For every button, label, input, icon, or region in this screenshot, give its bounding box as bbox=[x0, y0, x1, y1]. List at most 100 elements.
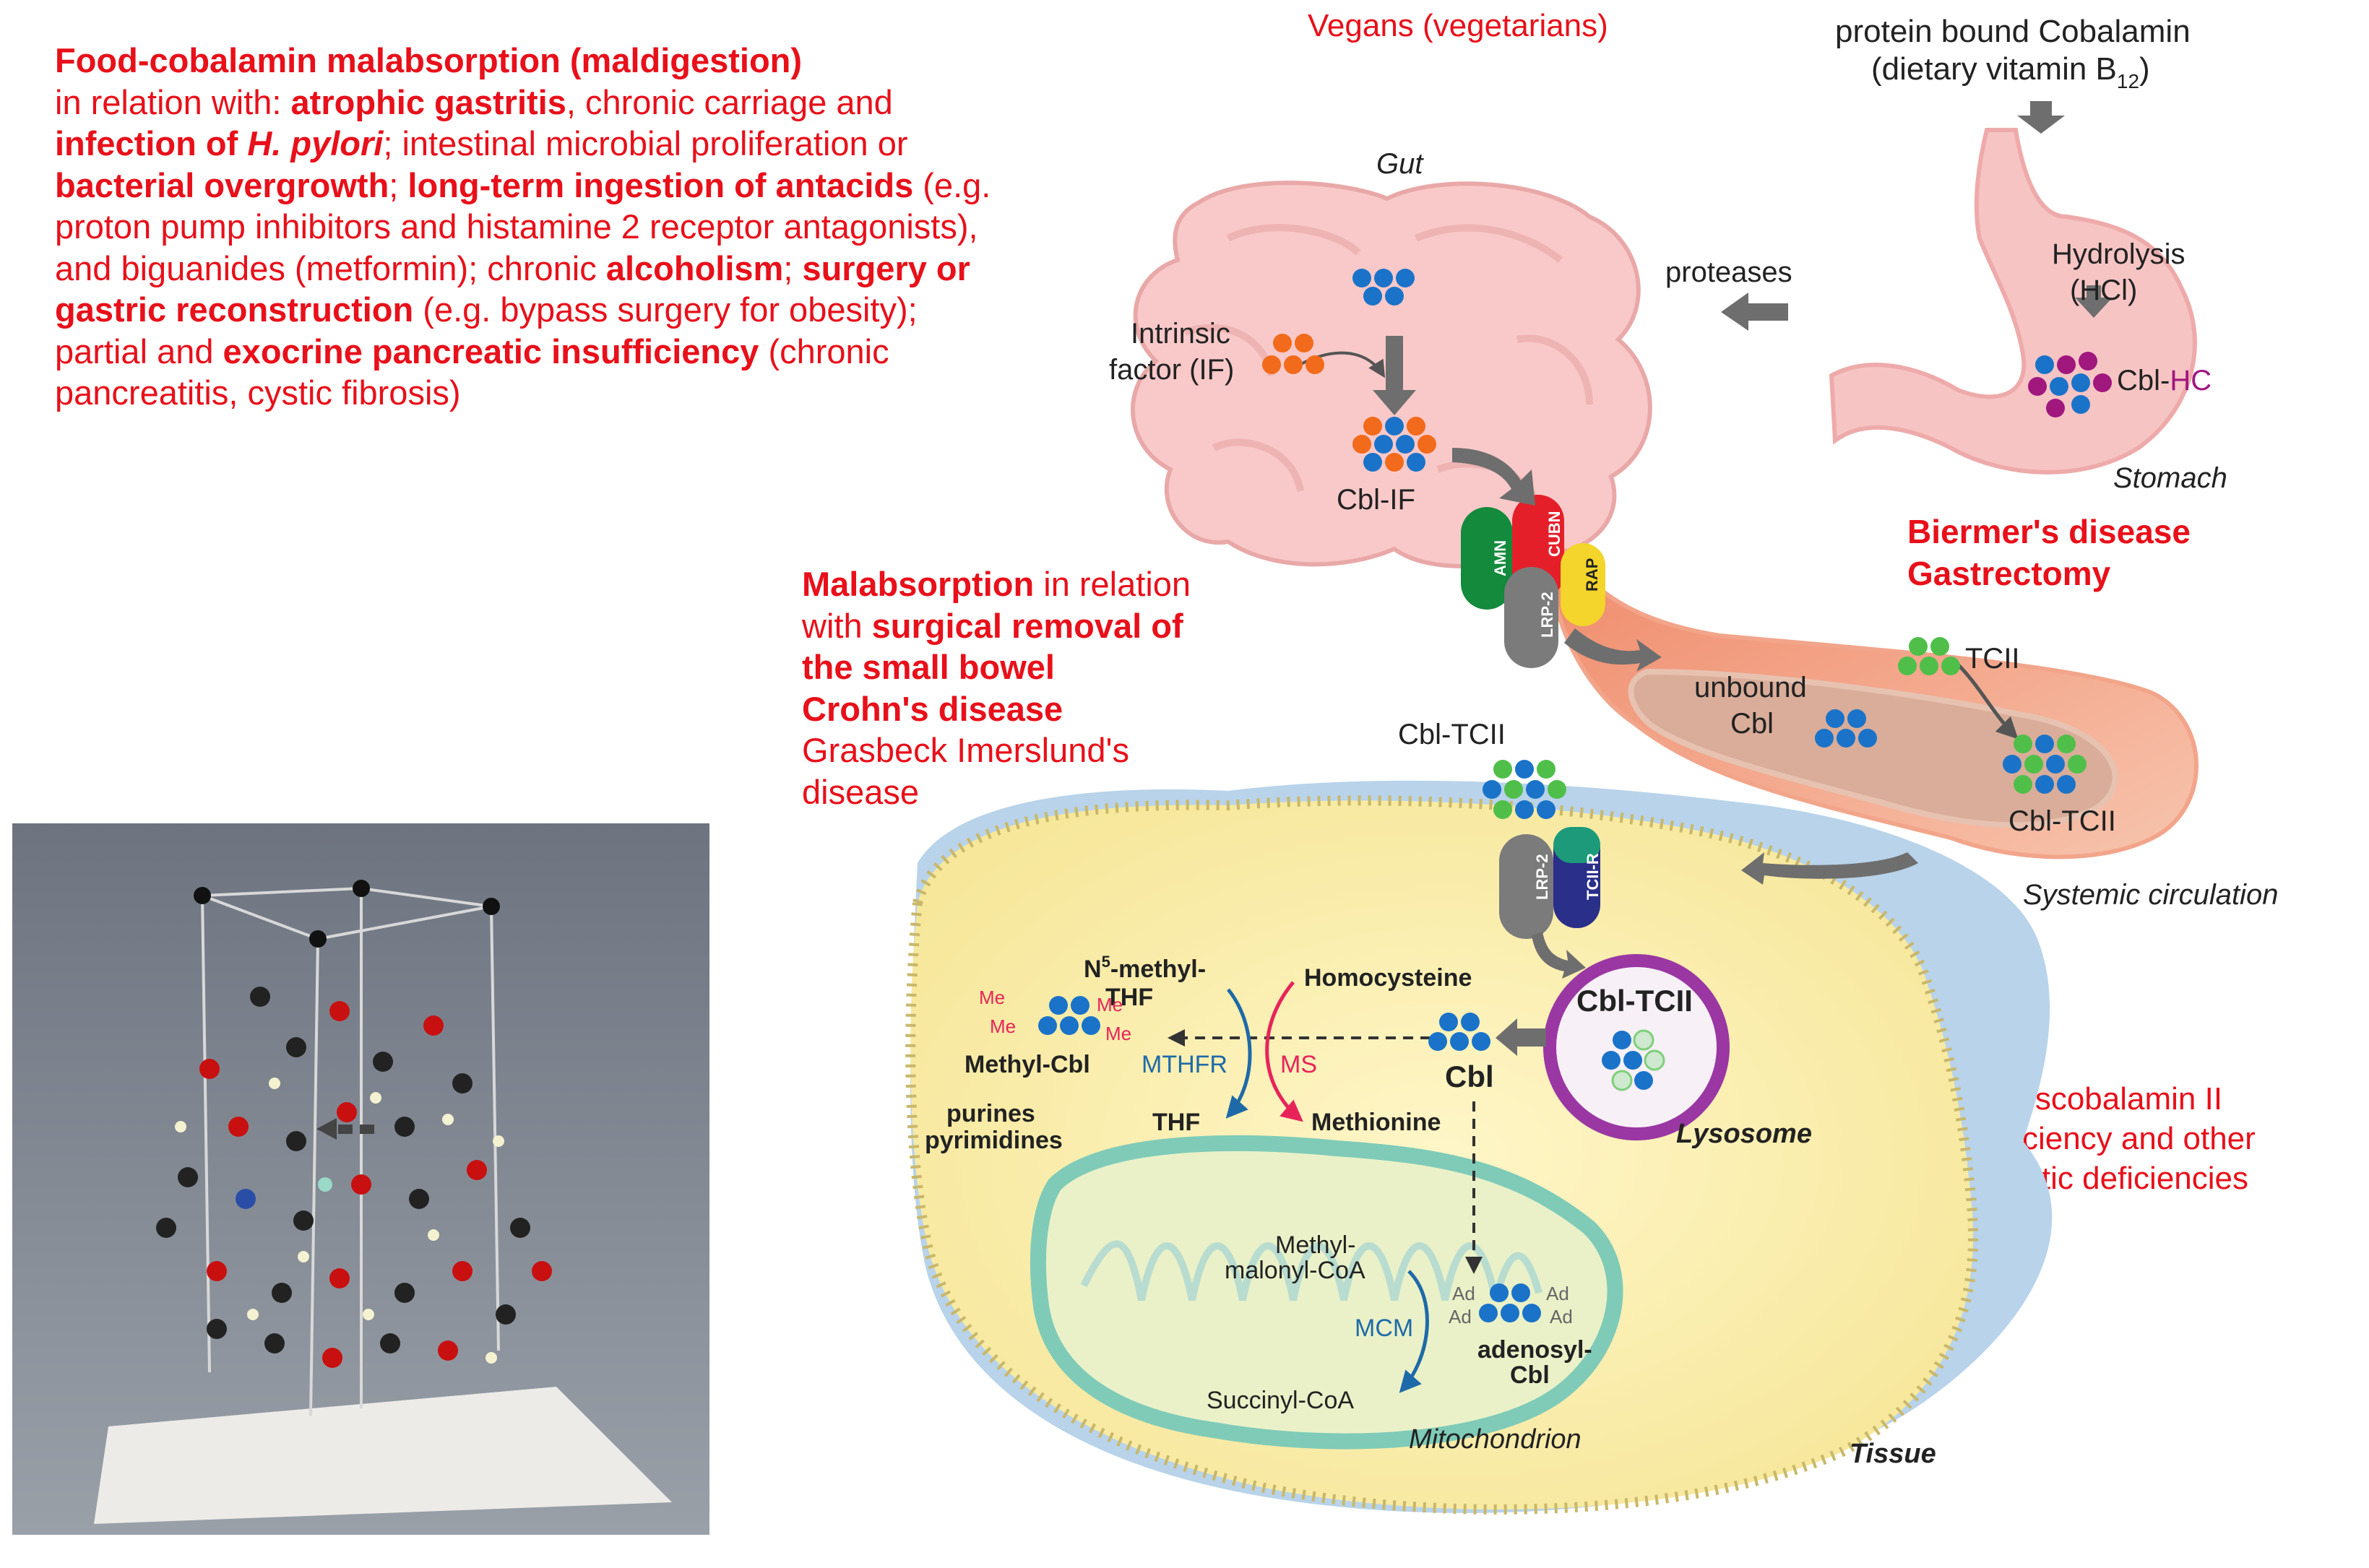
me-label: Me bbox=[990, 1015, 1016, 1037]
text-span: , chronic carriage and bbox=[566, 82, 893, 121]
cbl-if-dots bbox=[1352, 417, 1436, 472]
text-bold: bacterial overgrowth bbox=[55, 165, 389, 204]
cbl-hc-text: Cbl- bbox=[2117, 365, 2170, 397]
hydrolysis-label: Hydrolysis bbox=[2052, 238, 2185, 270]
stomach-title: Stomach bbox=[2113, 462, 2227, 494]
mal-line-1: Malabsorption in relation bbox=[802, 563, 1308, 605]
text-heading: Food-cobalamin malabsorption (maldigesti… bbox=[55, 41, 803, 79]
tcii-dots bbox=[1898, 637, 1960, 675]
lysosome-label: Lysosome bbox=[1676, 1119, 1812, 1149]
lrp2-receptor-gut bbox=[1504, 567, 1558, 668]
hcl-label: (HCl) bbox=[2070, 274, 2137, 306]
protein-bound-label: protein bound Cobalamin bbox=[1835, 14, 2191, 49]
rap-receptor bbox=[1561, 543, 1605, 626]
methyl-malonyl-label-2: malonyl-CoA bbox=[1225, 1257, 1365, 1284]
intrinsic-label: Intrinsic bbox=[1131, 318, 1230, 350]
methyl-cbl-dots bbox=[1038, 996, 1100, 1035]
malabsorption-text: Malabsorption in relation with surgical … bbox=[802, 563, 1308, 813]
mal-line-4: Crohn's disease bbox=[802, 689, 1063, 728]
mal-line-5: Grasbeck Imerslund's bbox=[802, 731, 1130, 769]
text-bold: exocrine pancreatic insufficiency bbox=[223, 332, 759, 371]
amn-label: AMN bbox=[1491, 540, 1509, 576]
text-span: with bbox=[802, 606, 872, 645]
tcii-label: TCII bbox=[1965, 643, 2020, 675]
cbl-if-label: Cbl-IF bbox=[1337, 484, 1415, 516]
purine-arrow-block bbox=[360, 1125, 374, 1134]
text-span: (e.g. proton pump inhibitors and histami… bbox=[55, 165, 991, 287]
text-bold: surgery or gastric reconstruction bbox=[55, 248, 970, 329]
lysosome-cbl-tcii-label: Cbl-TCII bbox=[1576, 984, 1693, 1018]
adenosyl-label-1: adenosyl- bbox=[1477, 1336, 1592, 1364]
amn-receptor bbox=[1461, 507, 1513, 610]
mthfr-label: MTHFR bbox=[1142, 1051, 1227, 1078]
text-span: in relation with: bbox=[55, 82, 291, 121]
ms-label: MS bbox=[1280, 1051, 1317, 1078]
dietary-subscript: 12 bbox=[2117, 70, 2139, 92]
gastrectomy-label: Gastrectomy bbox=[1907, 555, 2111, 592]
lrp2-receptor-cell bbox=[1499, 834, 1553, 939]
text-bold: infection of bbox=[55, 124, 248, 163]
adenosyl-cbl-dots bbox=[1479, 1283, 1541, 1322]
ad-label: Ad bbox=[1546, 1283, 1569, 1304]
ad-label: Ad bbox=[1449, 1306, 1472, 1327]
methyl-cbl-label: Methyl-Cbl bbox=[965, 1051, 1090, 1078]
text-bold: long-term ingestion of antacids bbox=[407, 165, 914, 204]
factor-label: factor (IF) bbox=[1109, 354, 1234, 386]
text-bold: Malabsorption bbox=[802, 565, 1035, 603]
text-bold: surgical removal of bbox=[871, 606, 1183, 645]
gut-receptors bbox=[1461, 495, 1605, 668]
me-label: Me bbox=[979, 987, 1005, 1008]
arrow-if-binding bbox=[1292, 351, 1386, 378]
n5-superscript: 5 bbox=[1102, 953, 1110, 971]
text-span: ; bbox=[783, 248, 803, 287]
lrp2-gut-label: LRP-2 bbox=[1538, 592, 1556, 638]
hc-text: HC bbox=[2170, 365, 2212, 397]
text-span: (chronic pancreatitis, cystic fibrosis) bbox=[55, 332, 889, 412]
model-frame bbox=[201, 887, 500, 1416]
purine-arrow-head bbox=[316, 1118, 337, 1140]
molecule-dots bbox=[1038, 269, 2112, 1322]
text-span: ; bbox=[389, 165, 408, 204]
tissue-cell bbox=[905, 780, 2053, 1515]
mcm-label: MCM bbox=[1355, 1314, 1413, 1342]
tcii-r-label: TCII-R bbox=[1584, 853, 1602, 900]
thf-label: THF bbox=[1152, 1109, 1200, 1136]
arrow-vessel-to-cell bbox=[1741, 852, 1918, 885]
arrow-proteases bbox=[1721, 293, 1788, 331]
unbound-cbl-dots bbox=[1815, 709, 1877, 748]
unbound-cbl-label: Cbl bbox=[1730, 708, 1774, 740]
mal-line-2: with surgical removal of bbox=[802, 605, 1308, 647]
cbl-hc-dots bbox=[2028, 352, 2112, 417]
arrow-diet-to-stomach bbox=[2017, 101, 2065, 134]
cell-cbl-tcii-dots bbox=[1483, 760, 1566, 819]
text-bold: atrophic gastritis bbox=[290, 82, 566, 121]
cubn-label: CUBN bbox=[1545, 511, 1563, 557]
text-bold: alcoholism bbox=[605, 248, 784, 287]
arrow-lysosome-to-cbl bbox=[1496, 1018, 1546, 1056]
mal-line-6: disease bbox=[802, 772, 919, 811]
mitochondrion-label: Mitochondrion bbox=[1409, 1424, 1582, 1455]
purines-label: purines bbox=[946, 1100, 1035, 1127]
purine-arrow-block bbox=[338, 1125, 353, 1134]
homocysteine-label: Homocysteine bbox=[1304, 964, 1472, 992]
text-span: (e.g. bypass surgery for obesity); parti… bbox=[55, 290, 918, 371]
tcii-r-top bbox=[1553, 827, 1600, 863]
me-label: Me bbox=[1097, 994, 1123, 1015]
text-span: ; intestinal microbial proliferation or bbox=[383, 124, 908, 163]
adenosyl-label-2: Cbl bbox=[1510, 1361, 1550, 1389]
stomach-illustration bbox=[1829, 128, 2197, 475]
vessel-cbl-tcii-dots bbox=[2003, 735, 2087, 794]
cell-cbl-tcii-label: Cbl-TCII bbox=[1398, 719, 1506, 750]
arrow-ms bbox=[1265, 981, 1303, 1122]
thf-top-label: THF bbox=[1105, 984, 1153, 1011]
lysosome-dots bbox=[1602, 1029, 1665, 1091]
cell-receptors bbox=[1499, 827, 1600, 939]
dietary-label: (dietary vitamin B12) bbox=[1871, 51, 2150, 92]
arrow-mcm bbox=[1399, 1270, 1429, 1393]
arrow-to-lysosome bbox=[1532, 932, 1586, 979]
arrow-tcii-binding bbox=[1956, 663, 2019, 740]
proteases-label: proteases bbox=[1665, 256, 1792, 288]
succinyl-coa-label: Succinyl-CoA bbox=[1207, 1387, 1354, 1414]
pyrimidines-label: pyrimidines bbox=[925, 1127, 1063, 1154]
